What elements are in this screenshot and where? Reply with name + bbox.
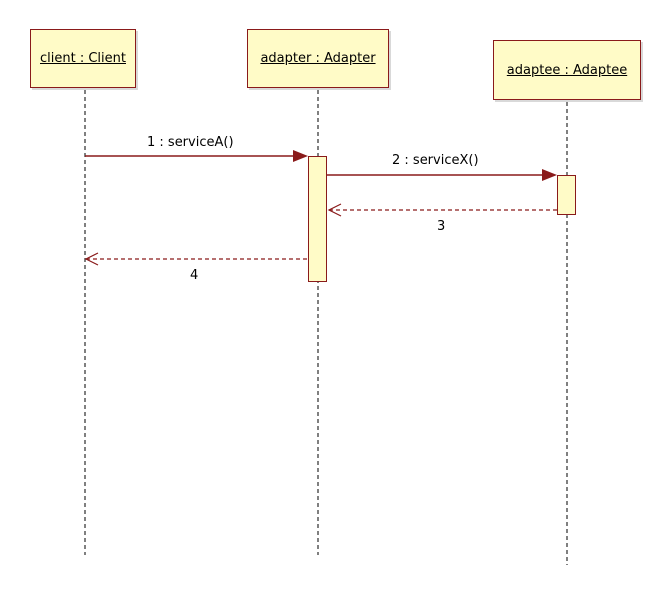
lifeline-label-client: client : Client [40, 51, 126, 66]
message-4-arrow [84, 252, 308, 266]
lifeline-label-adapter: adapter : Adapter [260, 51, 376, 66]
activation-adapter[interactable] [308, 156, 327, 282]
message-1-arrow [85, 150, 308, 162]
lifeline-head-adaptee[interactable]: adaptee : Adaptee [493, 40, 641, 100]
lifeline-label-adaptee: adaptee : Adaptee [506, 62, 628, 78]
message-3-arrow [327, 203, 557, 217]
lifeline-head-adapter[interactable]: adapter : Adapter [247, 29, 389, 88]
lifeline-head-client[interactable]: client : Client [30, 29, 136, 88]
message-2-label: 2 : serviceX() [392, 153, 479, 168]
message-3-label: 3 [437, 219, 446, 234]
message-2-arrow [327, 169, 557, 181]
message-1-label: 1 : serviceA() [147, 135, 234, 150]
activation-adaptee[interactable] [557, 175, 576, 215]
message-4-label: 4 [190, 268, 199, 283]
